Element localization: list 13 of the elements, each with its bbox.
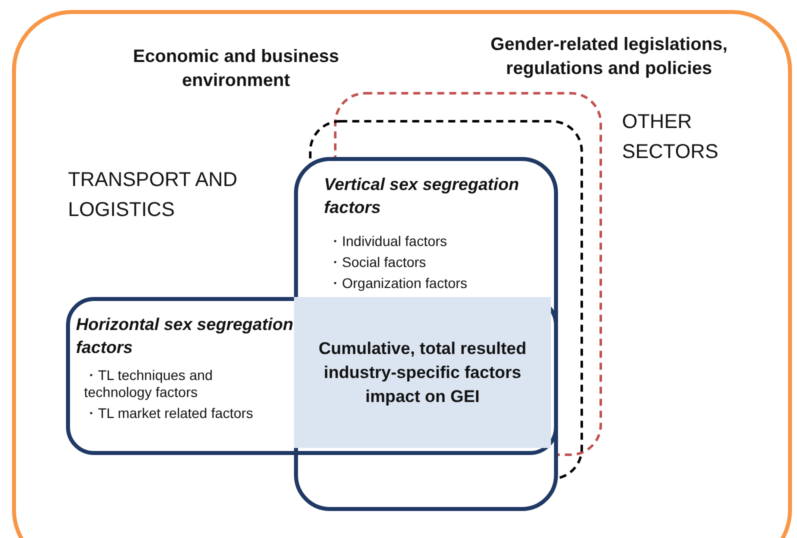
- region-label: OTHER SECTORS: [622, 110, 720, 165]
- region-label: TRANSPORT AND LOGISTICS: [68, 168, 238, 223]
- result-text: Cumulative, total resulted industry-specific factors impact on GEI: [318, 338, 528, 408]
- bullet-item: ・Individual factors: [328, 233, 448, 250]
- box-heading: Horizontal sex segregation factors: [76, 314, 294, 359]
- frame-heading: Gender-related legislations, regulations and policies: [489, 33, 729, 80]
- box-heading: Economic and business environment: [132, 45, 340, 92]
- bullet-item: ・Organization factors: [328, 275, 468, 292]
- box-heading: Vertical sex segregation factors: [324, 174, 520, 219]
- bullet-item: ・TL techniques and technology factors: [84, 367, 214, 401]
- intersection-area: [294, 297, 551, 448]
- bullet-item: ・TL market related factors: [84, 405, 254, 422]
- bullet-item: ・Social factors: [328, 254, 428, 271]
